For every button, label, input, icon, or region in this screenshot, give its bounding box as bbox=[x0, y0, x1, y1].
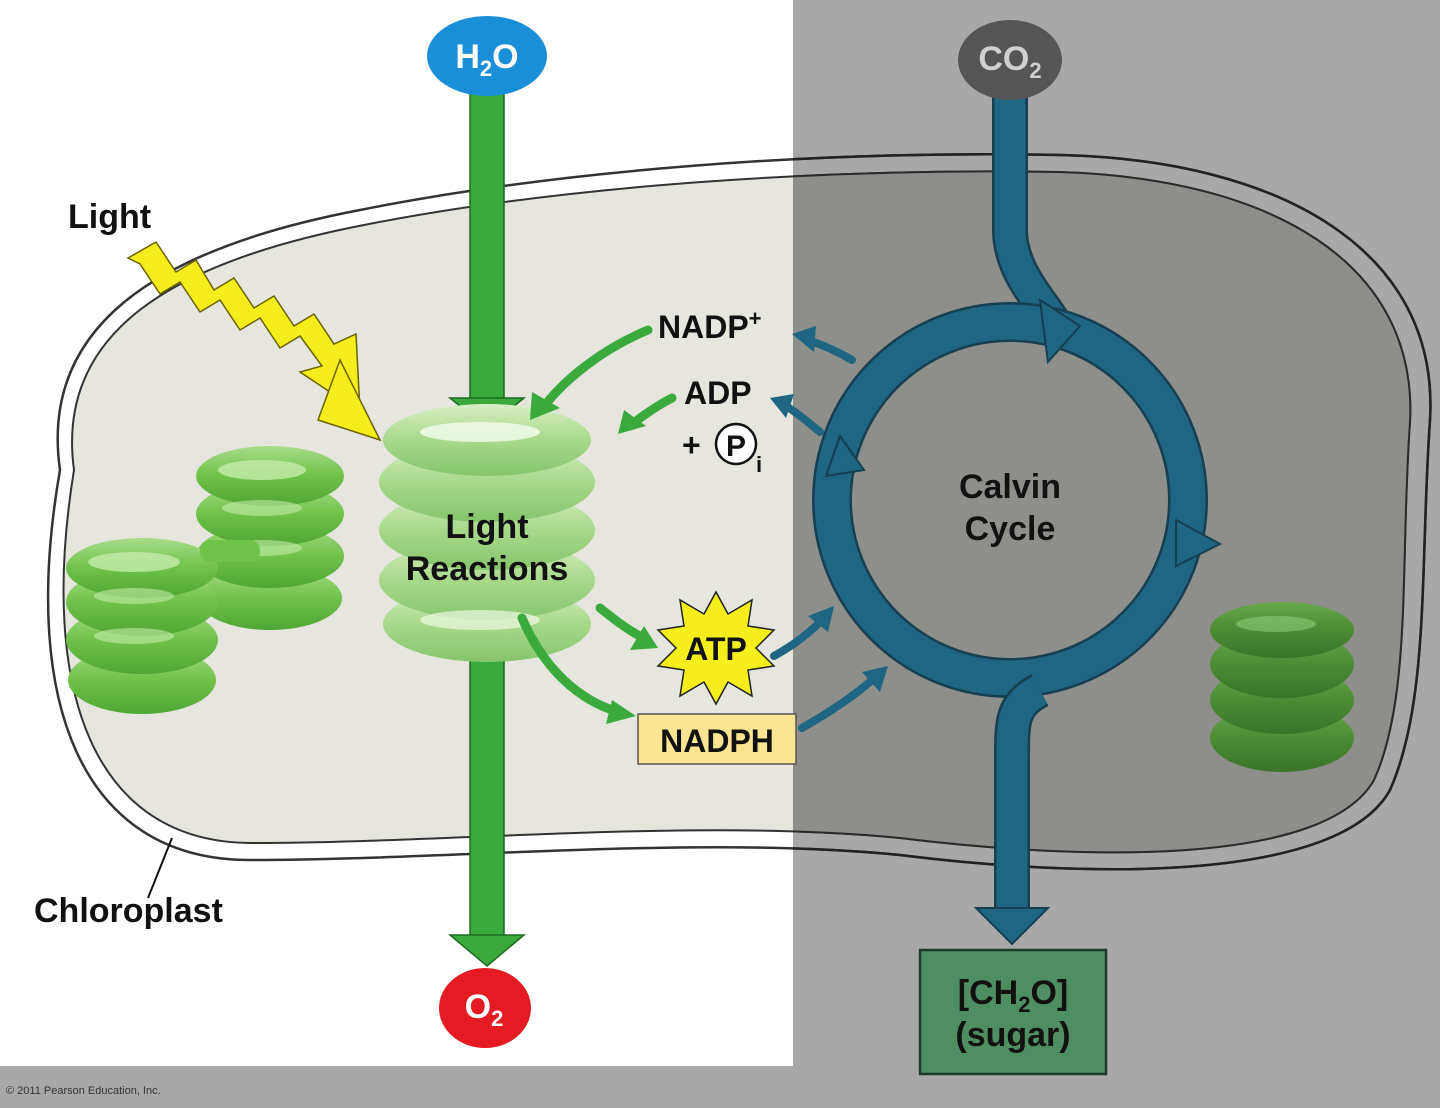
sugar-word-label: (sugar) bbox=[955, 1016, 1070, 1054]
o2-sub: 2 bbox=[491, 1006, 503, 1031]
co2-sub: 2 bbox=[1029, 58, 1041, 83]
atp-to-calvin-arrow bbox=[770, 606, 834, 660]
sugar-a: [CH bbox=[958, 974, 1018, 1012]
sugar-b: O] bbox=[1030, 974, 1068, 1012]
nadp-sup: + bbox=[749, 306, 762, 331]
light-bolt-icon bbox=[126, 241, 382, 442]
credit-strip bbox=[0, 1066, 1440, 1108]
copyright-credit: © 2011 Pearson Education, Inc. bbox=[6, 1085, 161, 1097]
o2-a: O bbox=[465, 988, 491, 1026]
o2-label: O2 bbox=[465, 988, 504, 1031]
h2o-sub: 2 bbox=[480, 56, 492, 81]
phosphate-i-sub: i bbox=[756, 452, 762, 477]
nadp-to-light-arrow bbox=[530, 325, 653, 420]
phosphate-circle bbox=[714, 422, 758, 466]
grana-stack-front bbox=[66, 538, 260, 714]
h2o-badge bbox=[427, 16, 547, 96]
o2-badge bbox=[439, 968, 531, 1048]
plus-label: + bbox=[682, 427, 701, 463]
co2-a: CO bbox=[978, 40, 1029, 78]
atp-label: ATP bbox=[685, 631, 747, 667]
h2o-a: H bbox=[455, 38, 480, 76]
chloroplast-label: Chloroplast bbox=[34, 892, 223, 930]
sugar-formula-label: [CH2O] bbox=[958, 974, 1068, 1017]
atp-starburst bbox=[656, 590, 776, 706]
light-to-atp-arrow bbox=[595, 603, 658, 650]
light-reactions-stack bbox=[379, 404, 595, 662]
nadp-plus-label: NADP+ bbox=[658, 306, 762, 345]
light-label: Light bbox=[68, 198, 151, 236]
nadph-label: NADPH bbox=[660, 723, 774, 759]
nadph-box bbox=[637, 713, 797, 765]
h2o-label: H2O bbox=[455, 38, 518, 81]
grana-stack-back bbox=[196, 446, 344, 630]
sugar-box bbox=[918, 948, 1108, 1076]
co2-label: CO2 bbox=[978, 40, 1041, 83]
calvin-cycle-ring bbox=[812, 297, 1223, 698]
adp-to-light-arrow bbox=[618, 393, 677, 434]
light-reactions-label-1: Light bbox=[445, 508, 528, 546]
sugar-output-arrow bbox=[973, 674, 1051, 946]
grana-stack-right bbox=[1210, 602, 1354, 772]
calvin-cycle-label-1: Calvin bbox=[959, 468, 1061, 506]
co2-badge bbox=[958, 20, 1062, 100]
light-to-nadph-arrow bbox=[517, 613, 636, 724]
chloroplast-leader-line bbox=[147, 837, 173, 899]
nadph-to-calvin-arrow bbox=[798, 666, 888, 732]
phosphate-p-label: P bbox=[726, 430, 746, 463]
adp-label: ADP bbox=[684, 375, 752, 411]
calvin-to-adp-arrow bbox=[770, 394, 824, 436]
calvin-to-nadp-arrow bbox=[792, 326, 856, 364]
sugar-sub: 2 bbox=[1018, 992, 1030, 1017]
calvin-cycle-label-2: Cycle bbox=[965, 510, 1056, 548]
nadp-base: NADP bbox=[658, 309, 749, 345]
light-reactions-label-2: Reactions bbox=[406, 550, 569, 588]
h2o-b: O bbox=[492, 38, 518, 76]
